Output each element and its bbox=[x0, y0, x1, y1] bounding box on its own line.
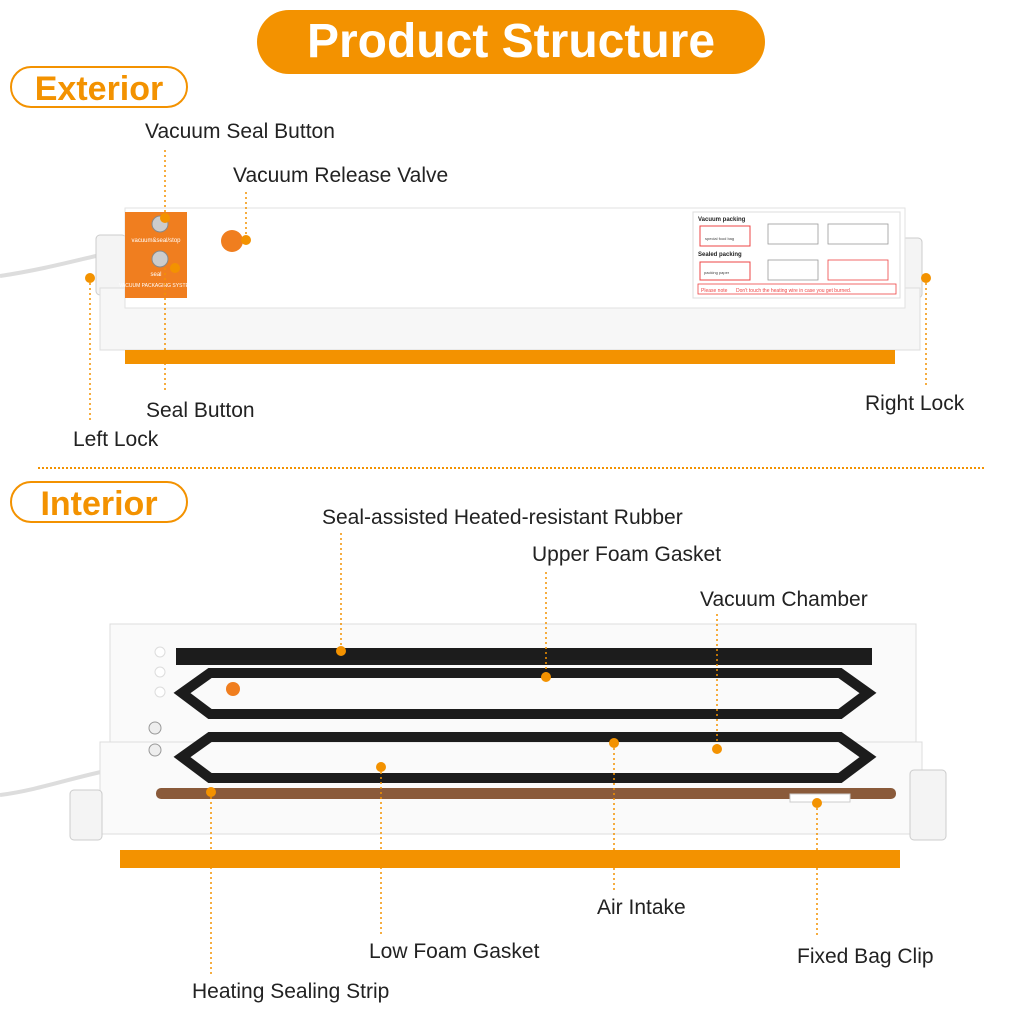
exterior-callout-dots bbox=[85, 213, 931, 283]
label-air-intake: Air Intake bbox=[597, 896, 686, 919]
label-right-lock: Right Lock bbox=[865, 392, 965, 415]
label-seal-button: Seal Button bbox=[146, 399, 255, 422]
label-seal-rubber: Seal-assisted Heated-resistant Rubber bbox=[322, 506, 683, 529]
vacuum-release-valve bbox=[221, 230, 243, 252]
interior-lid bbox=[109, 623, 917, 743]
label-low-foam-gasket: Low Foam Gasket bbox=[369, 940, 540, 963]
power-cord bbox=[0, 253, 101, 278]
sticker-heading-1: Vacuum packing bbox=[698, 217, 746, 223]
label-vacuum-release-valve: Vacuum Release Valve bbox=[233, 164, 449, 187]
low-foam-gasket bbox=[173, 732, 877, 783]
exterior-device: vacuum&seal/stop seal VACUUM PACKAGING S… bbox=[0, 207, 923, 364]
page-title: Product Structure bbox=[257, 10, 765, 74]
interior-valve bbox=[226, 682, 240, 696]
panel-system-text: VACUUM PACKAGING SYSTEM bbox=[119, 283, 193, 289]
interior-orange-base bbox=[120, 850, 900, 868]
label-fixed-bag-clip: Fixed Bag Clip bbox=[797, 945, 934, 968]
sticker-note-label: Please note bbox=[701, 288, 728, 294]
section-divider bbox=[38, 467, 984, 469]
panel-button-1-text: vacuum&seal/stop bbox=[131, 238, 181, 244]
seal-rubber-strip bbox=[176, 648, 872, 665]
sticker-paper-text: packing paper bbox=[704, 270, 730, 275]
interior-device bbox=[0, 623, 947, 868]
label-upper-foam-gasket: Upper Foam Gasket bbox=[532, 543, 722, 566]
sticker-bag-text: special food bag bbox=[705, 236, 734, 241]
heating-sealing-strip bbox=[156, 788, 896, 799]
label-left-lock: Left Lock bbox=[73, 428, 159, 451]
sticker-note-text: Don't touch the heating wire in case you… bbox=[736, 288, 851, 294]
device-orange-base bbox=[125, 350, 895, 364]
upper-foam-gasket bbox=[173, 668, 877, 719]
panel-button-2-text: seal bbox=[150, 272, 161, 278]
interior-callout-dots bbox=[206, 646, 822, 808]
label-vacuum-chamber: Vacuum Chamber bbox=[700, 588, 868, 611]
label-vacuum-seal-button: Vacuum Seal Button bbox=[145, 120, 335, 143]
label-heating-sealing-strip: Heating Sealing Strip bbox=[192, 980, 390, 1003]
exterior-callout-lines bbox=[89, 150, 927, 420]
sticker-heading-2: Sealed packing bbox=[698, 252, 742, 258]
section-badge-exterior: Exterior bbox=[10, 66, 188, 108]
interior-callout-lines bbox=[210, 533, 818, 975]
section-badge-interior: Interior bbox=[10, 481, 188, 523]
seal-button bbox=[151, 250, 169, 268]
